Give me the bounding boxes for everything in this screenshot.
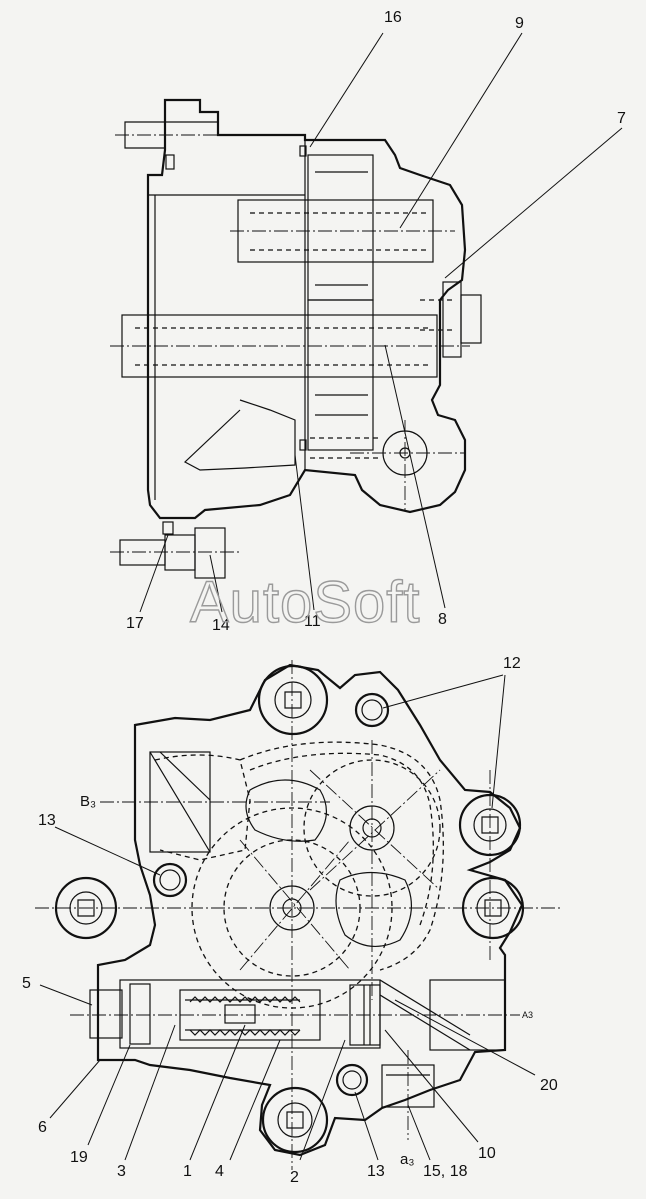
callout-13-top: 13 — [38, 812, 56, 829]
port-label-a3: A3 — [522, 1010, 533, 1020]
bottom-view-callouts: 12 13 5 6 19 3 1 4 2 13 15, 18 10 20 B₃ … — [22, 655, 558, 1186]
callout-5: 5 — [22, 975, 31, 992]
callout-4: 4 — [215, 1163, 224, 1180]
callout-11: 11 — [304, 613, 321, 630]
callout-7: 7 — [617, 110, 626, 127]
top-view-callouts: 16 9 7 17 14 11 8 — [126, 9, 626, 634]
callout-10: 10 — [478, 1145, 496, 1162]
top-view-leaders — [139, 32, 623, 613]
callout-8: 8 — [438, 611, 447, 628]
callout-3: 3 — [117, 1163, 126, 1180]
watermark: AutoSoft — [190, 570, 420, 635]
callout-2: 2 — [290, 1169, 299, 1186]
port-label-a3-lower: a₃ — [400, 1151, 414, 1168]
callout-20: 20 — [540, 1077, 558, 1094]
top-side-view — [110, 98, 482, 579]
callout-1: 1 — [183, 1163, 192, 1180]
callout-15-18: 15, 18 — [423, 1163, 468, 1180]
callout-16: 16 — [384, 9, 402, 26]
callout-6: 6 — [38, 1119, 47, 1136]
callout-9: 9 — [515, 15, 524, 32]
callout-13-bottom: 13 — [367, 1163, 385, 1180]
callout-19: 19 — [70, 1149, 88, 1166]
callout-12: 12 — [503, 655, 521, 672]
callout-17: 17 — [126, 615, 144, 632]
port-label-b3: B₃ — [80, 793, 96, 810]
bottom-front-view — [35, 660, 560, 1170]
callout-14: 14 — [212, 617, 230, 634]
bottom-view-leaders — [39, 674, 536, 1161]
